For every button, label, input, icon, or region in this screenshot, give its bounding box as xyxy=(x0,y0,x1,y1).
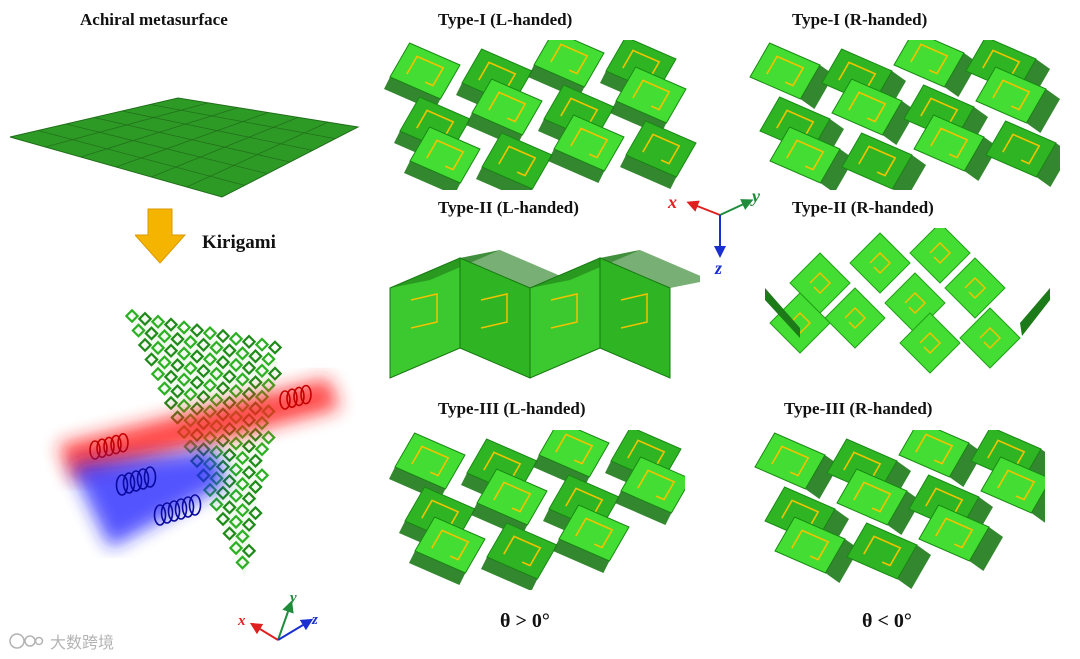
x-axis-arrow xyxy=(692,204,720,215)
axes-left: x y z xyxy=(228,588,328,650)
y-axis-label: y xyxy=(750,186,761,206)
type1-l-title: Type-I (L-handed) xyxy=(438,10,572,30)
kirigami-label: Kirigami xyxy=(202,232,276,254)
type3-r-title: Type-III (R-handed) xyxy=(784,399,932,419)
x-axis-arrow xyxy=(255,626,278,640)
type2-l-metasurface xyxy=(370,228,700,383)
watermark: 大数跨境 xyxy=(8,629,114,653)
x-axis-label: x xyxy=(237,613,246,629)
kirigami-arrow-icon xyxy=(135,205,195,267)
kirigami-structure xyxy=(40,290,370,590)
x-axis-label: x xyxy=(667,192,677,212)
axes-center: x y z xyxy=(660,180,770,280)
achiral-metasurface xyxy=(0,85,370,200)
type3-l-title: Type-III (L-handed) xyxy=(438,399,586,419)
type1-l-metasurface xyxy=(370,40,700,190)
type3-l-metasurface xyxy=(375,430,685,590)
type1-r-title: Type-I (R-handed) xyxy=(792,10,927,30)
achiral-title: Achiral metasurface xyxy=(80,10,228,30)
type2-l-title: Type-II (L-handed) xyxy=(438,198,579,218)
watermark-text: 大数跨境 xyxy=(50,629,114,653)
blue-beam xyxy=(70,450,225,548)
y-axis-label: y xyxy=(288,590,297,606)
z-axis-label: z xyxy=(714,258,722,278)
watermark-logo-icon xyxy=(8,632,44,650)
type3-r-metasurface xyxy=(735,430,1045,590)
y-axis-arrow xyxy=(720,202,748,215)
theta-positive-label: θ > 0° xyxy=(500,610,550,633)
theta-negative-label: θ < 0° xyxy=(862,610,912,633)
type2-r-title: Type-II (R-handed) xyxy=(792,198,934,218)
z-axis-label: z xyxy=(311,612,318,628)
type1-r-metasurface xyxy=(730,40,1060,190)
type2-r-metasurface xyxy=(760,228,1060,383)
